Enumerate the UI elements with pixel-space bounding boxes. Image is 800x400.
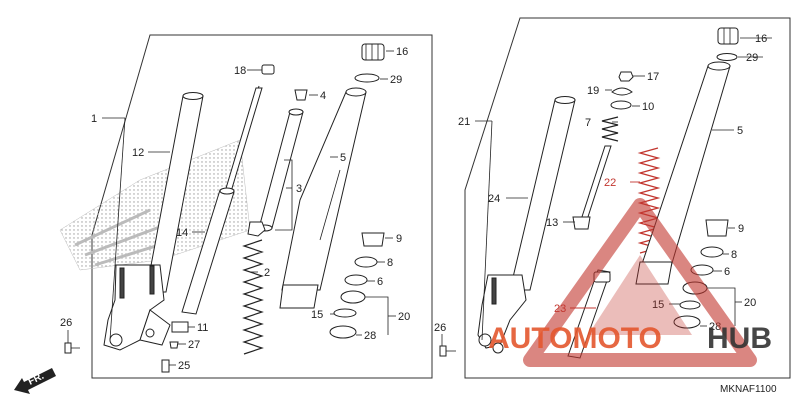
part-19-clip <box>611 87 633 96</box>
part-6-washer <box>344 274 368 286</box>
callout-28: 28 <box>364 330 376 342</box>
callout-12: 12 <box>132 147 144 159</box>
part-26-bolt-right <box>439 345 456 357</box>
part-2-spring <box>242 239 264 355</box>
callout-8-right: 8 <box>731 249 737 261</box>
part-16-cap <box>361 43 385 61</box>
watermark-text-automoto: AUTOMOTO <box>488 322 662 355</box>
part-10-washer <box>610 100 632 110</box>
left-leader-lines <box>67 50 396 366</box>
front-direction-arrow: FR. <box>14 368 56 394</box>
callout-11: 11 <box>197 322 208 334</box>
callout-22: 22 <box>604 177 616 189</box>
part-5-inner-tube <box>279 87 367 309</box>
callout-4: 4 <box>320 90 326 102</box>
callout-29-right: 29 <box>746 52 758 64</box>
part-12-outer-tube <box>145 92 204 293</box>
callout-13: 13 <box>546 217 558 229</box>
callout-20-right: 20 <box>744 297 756 309</box>
callout-10: 10 <box>642 101 654 113</box>
watermark-logo <box>523 198 757 367</box>
part-8-slider-right <box>700 246 724 258</box>
callout-26: 26 <box>60 317 72 329</box>
part-26-bolt-left <box>64 342 80 354</box>
part-29-o-ring-right <box>716 53 738 61</box>
callout-16: 16 <box>396 46 408 58</box>
callout-25: 25 <box>178 360 190 372</box>
part-14-damper-cartridge <box>171 85 263 333</box>
callout-15-right: 15 <box>652 299 664 311</box>
right-panel-frame <box>464 17 791 379</box>
watermark-text-hub: HUB <box>707 322 772 355</box>
callout-9-right: 9 <box>738 223 744 235</box>
callout-21: 21 <box>458 116 470 128</box>
part-28-dust-seal-right <box>673 315 701 329</box>
part-25-bolt <box>161 359 170 373</box>
callout-6: 6 <box>377 276 383 288</box>
callout-14: 14 <box>176 227 188 239</box>
part-17-nut <box>618 71 634 82</box>
part-15-clip-right <box>679 300 701 310</box>
part-16-cap-right <box>717 27 739 45</box>
left-panel-frame <box>91 34 433 379</box>
part-5-inner-tube-right <box>635 61 731 285</box>
callout-24: 24 <box>488 193 500 205</box>
callout-26-right: 26 <box>434 322 446 334</box>
callout-8: 8 <box>387 257 393 269</box>
part-20-oil-seal <box>340 290 366 304</box>
part-24-outer-tube <box>509 96 576 291</box>
part-22-spring <box>637 147 661 254</box>
part-4-collar <box>294 89 308 101</box>
part-15-clip <box>333 308 357 318</box>
part-27-o-ring <box>169 341 179 349</box>
callout-7: 7 <box>585 117 591 129</box>
part-11-washer <box>171 321 189 333</box>
part-9-bushing <box>361 232 385 247</box>
callout-20: 20 <box>398 311 410 323</box>
spacer-nut <box>247 221 266 237</box>
callout-5: 5 <box>340 152 346 164</box>
callout-5-right: 5 <box>737 125 743 137</box>
callout-2: 2 <box>264 267 270 279</box>
callout-27: 27 <box>188 339 200 351</box>
axle-holder-bracket-right <box>477 274 527 354</box>
diagram-code: MKNAF1100 <box>720 384 777 395</box>
callout-6-right: 6 <box>724 266 730 278</box>
callout-19: 19 <box>587 85 599 97</box>
callout-17: 17 <box>647 71 659 83</box>
callout-15: 15 <box>311 309 323 321</box>
part-8-slider <box>354 256 378 268</box>
axle-holder-bracket <box>103 264 171 351</box>
part-7-spring <box>601 116 619 142</box>
right-leader-lines <box>441 37 772 346</box>
part-29-o-ring <box>354 73 380 83</box>
callout-9: 9 <box>396 233 402 245</box>
part-18-nut <box>261 64 275 75</box>
part-9-bushing-right <box>705 219 729 237</box>
callout-3: 3 <box>296 183 302 195</box>
callout-16-right: 16 <box>755 33 767 45</box>
part-13-damper-rod <box>572 145 612 230</box>
callout-29: 29 <box>390 74 402 86</box>
callout-18: 18 <box>234 65 246 77</box>
callout-1: 1 <box>91 113 97 125</box>
part-28-dust-seal <box>329 325 357 339</box>
part-3-spacer-tube <box>257 108 304 232</box>
